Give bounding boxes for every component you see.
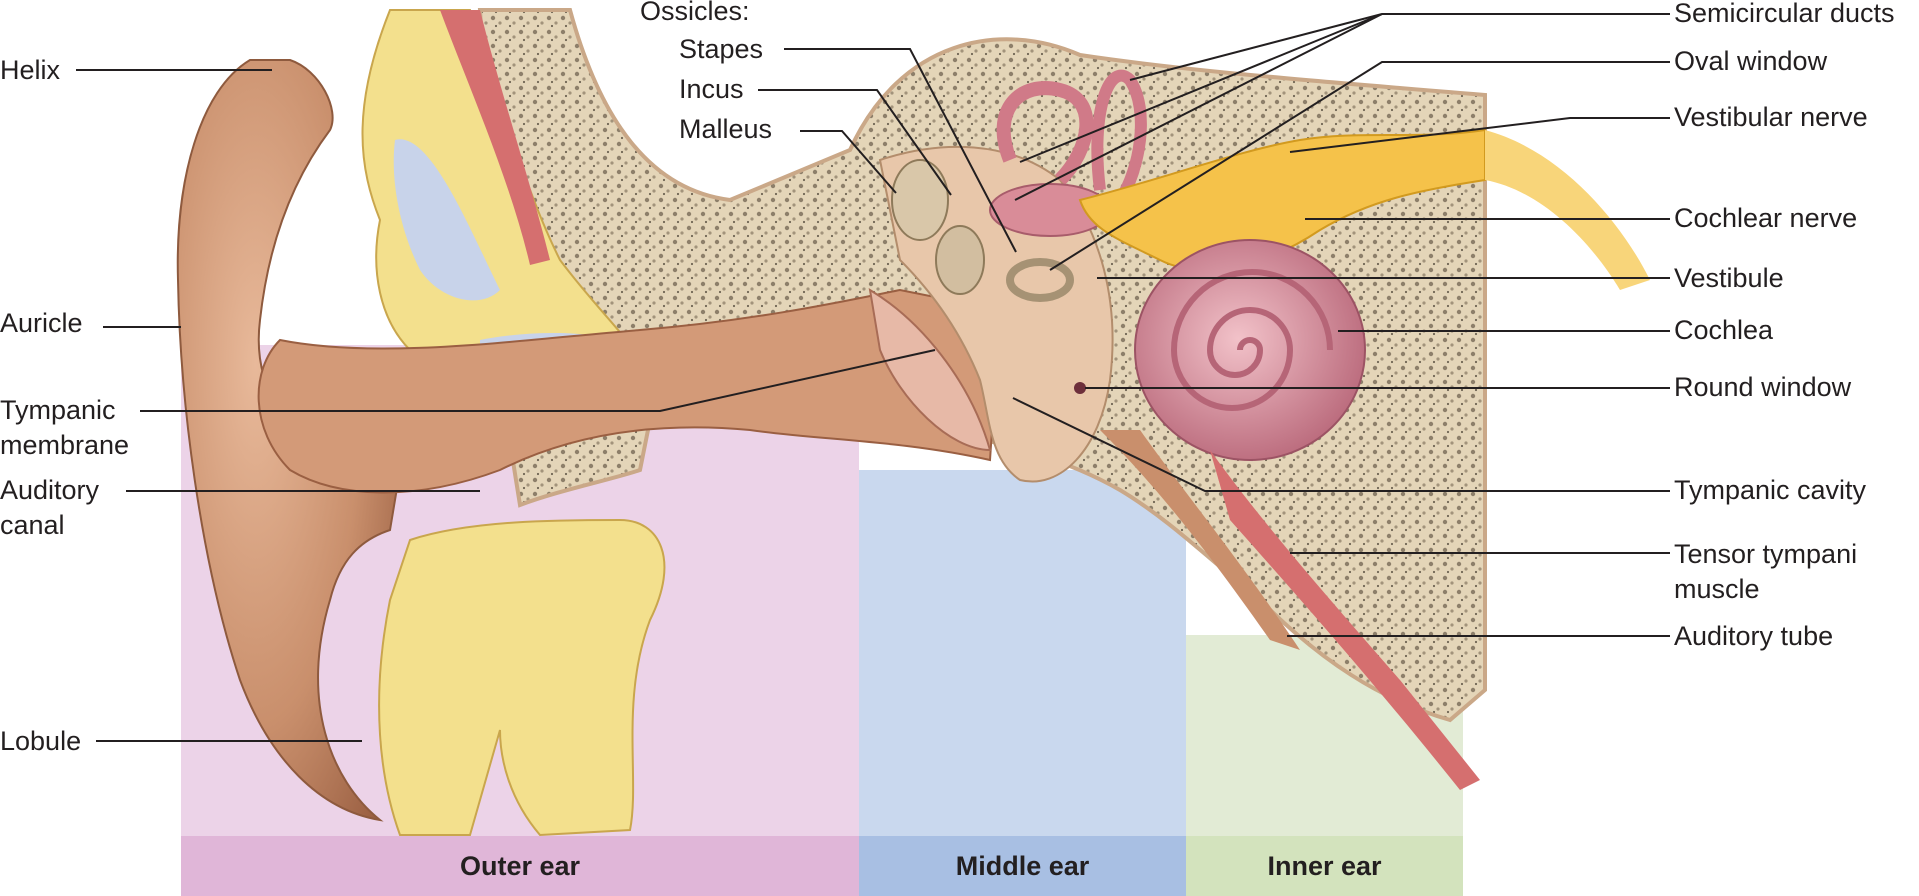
label-ossicles: Ossicles: (640, 0, 750, 26)
label-stapes: Stapes (679, 34, 764, 64)
label-incus: Incus (679, 74, 744, 104)
label-auditory-canal: Auditory canal (0, 475, 100, 540)
label-helix: Helix (0, 55, 61, 85)
label-tensor-tympani-muscle: Tensor tympani muscle (1674, 539, 1858, 604)
label-lobule: Lobule (0, 726, 82, 756)
cartilage-pocket-upper (393, 139, 500, 301)
vestibulocochlear-nerve (1078, 128, 1486, 271)
tympanic-membrane-shape (868, 288, 992, 452)
label-auditory-tube: Auditory tube (1674, 621, 1834, 651)
label-cochlear-nerve: Cochlear nerve (1674, 203, 1858, 233)
semicircular-canal-a (996, 81, 1094, 185)
zone-label-middle-ear: Middle ear (955, 851, 1090, 881)
label-tympanic-cavity: Tympanic cavity (1674, 475, 1867, 505)
incus-shape (935, 225, 985, 295)
label-auricle: Auricle (0, 308, 83, 338)
muscle-band-upper (440, 10, 550, 265)
stapes-shape (1006, 258, 1074, 302)
auditory-canal (257, 288, 1002, 494)
label-round-window: Round window (1674, 372, 1852, 402)
inner-ear-bar (1186, 836, 1463, 896)
label-semicircular-ducts: Semicircular ducts (1674, 0, 1895, 28)
outer-ear-bar (181, 836, 859, 896)
label-malleus: Malleus (679, 114, 773, 144)
tensor-tympani-shape (1210, 450, 1480, 790)
label-tympanic-membrane: Tympanic membrane (0, 395, 130, 460)
middle-ear-bar (859, 836, 1186, 896)
malleus-shape (891, 159, 949, 241)
cochlea-spiral (1170, 269, 1333, 411)
semicircular-canal-b (1091, 69, 1147, 204)
auditory-tube-shape (1100, 430, 1300, 650)
nerve-extension (1485, 130, 1650, 290)
label-oval-window: Oval window (1674, 46, 1828, 76)
zone-label-inner-ear: Inner ear (1267, 851, 1382, 881)
zone-label-outer-ear: Outer ear (459, 851, 581, 881)
round-window-shape (1074, 382, 1086, 394)
label-vestibule: Vestibule (1674, 263, 1784, 293)
lobule-cartilage (378, 518, 666, 837)
middle-ear-zone (859, 470, 1186, 836)
label-vestibular-nerve: Vestibular nerve (1674, 102, 1868, 132)
label-cochlea: Cochlea (1674, 315, 1774, 345)
leader-lines (76, 13, 1670, 742)
